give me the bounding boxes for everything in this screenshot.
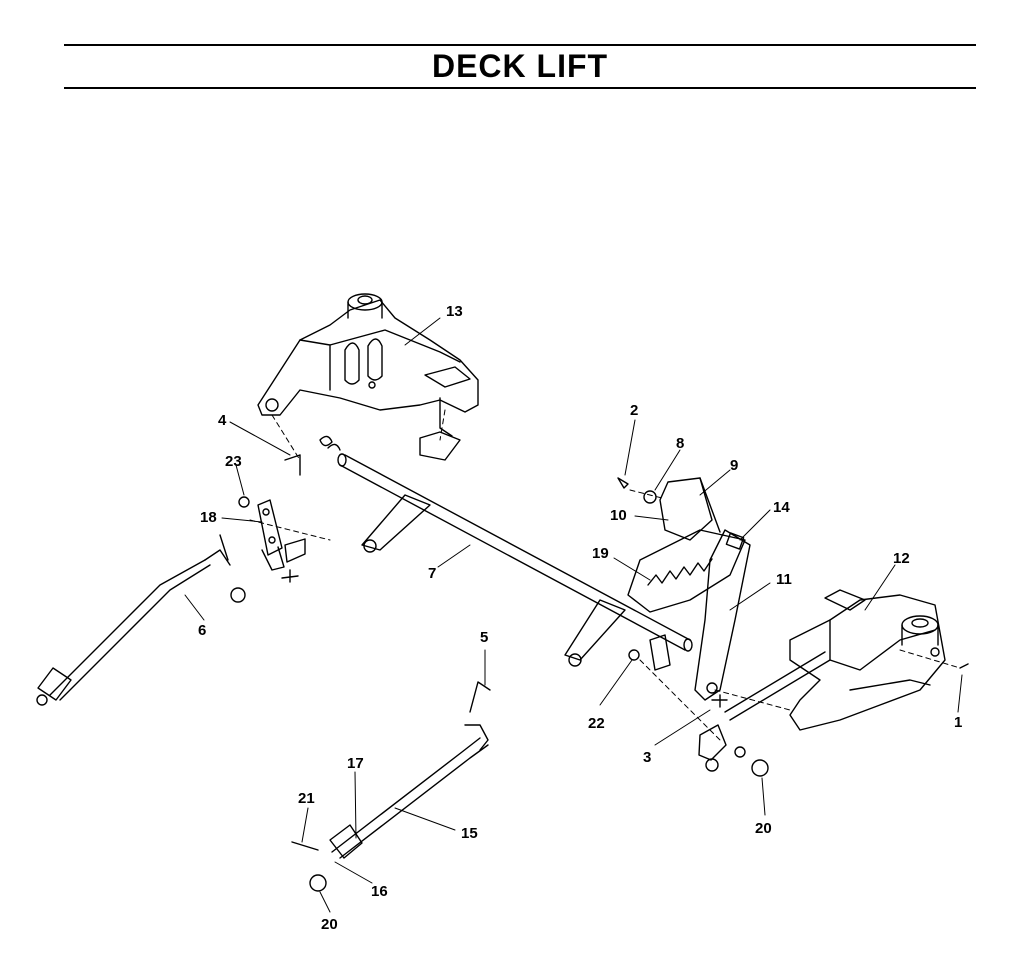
washer-right bbox=[734, 746, 746, 758]
pin-clevis bbox=[281, 569, 299, 583]
spring-4 bbox=[284, 435, 341, 476]
callout-13: 13 bbox=[446, 303, 463, 320]
ring-20-lower bbox=[309, 874, 327, 892]
callout-22: 22 bbox=[588, 715, 605, 732]
callout-18: 18 bbox=[200, 509, 217, 526]
callout-23: 23 bbox=[225, 453, 242, 470]
nut-22 bbox=[628, 649, 640, 661]
callout-16: 16 bbox=[371, 883, 388, 900]
callout-6: 6 bbox=[198, 622, 206, 639]
pedal bbox=[659, 477, 745, 550]
callout-10: 10 bbox=[610, 507, 627, 524]
callout-14: 14 bbox=[773, 499, 790, 516]
lift-lever-arm bbox=[564, 529, 751, 701]
callout-1: 1 bbox=[954, 714, 962, 731]
lift-rod-right bbox=[698, 651, 831, 772]
callout-2: 2 bbox=[630, 402, 638, 419]
callout-17: 17 bbox=[347, 755, 364, 772]
callout-8: 8 bbox=[676, 435, 684, 452]
left-lift-arm bbox=[361, 431, 461, 553]
left-mount-bracket bbox=[257, 293, 479, 437]
callout-20-right: 20 bbox=[755, 820, 772, 837]
callout-15: 15 bbox=[461, 825, 478, 842]
callout-5: 5 bbox=[480, 629, 488, 646]
callout-7: 7 bbox=[428, 565, 436, 582]
callout-19: 19 bbox=[592, 545, 609, 562]
callout-20-lower: 20 bbox=[321, 916, 338, 933]
callout-9: 9 bbox=[730, 457, 738, 474]
pin-1 bbox=[959, 663, 969, 669]
height-adjust-plate bbox=[627, 529, 746, 613]
lift-rod-15 bbox=[329, 681, 491, 859]
bottom-rule bbox=[64, 87, 976, 89]
bolt-3 bbox=[711, 694, 728, 708]
right-mount-bracket bbox=[789, 589, 946, 731]
lift-shaft bbox=[337, 453, 693, 652]
top-rule bbox=[64, 44, 976, 46]
nut-8 bbox=[643, 490, 657, 504]
clevis-bracket-18 bbox=[257, 499, 306, 571]
washer-23 bbox=[238, 496, 250, 508]
lift-rod-6 bbox=[36, 534, 231, 706]
pin-21 bbox=[291, 841, 319, 851]
page-title: DECK LIFT bbox=[431, 48, 609, 84]
pin-2 bbox=[617, 477, 629, 489]
callout-21: 21 bbox=[298, 790, 315, 807]
callout-12: 12 bbox=[893, 550, 910, 567]
callout-3: 3 bbox=[643, 749, 651, 766]
ring-left bbox=[230, 587, 246, 603]
ring-right bbox=[751, 759, 769, 777]
callout-11: 11 bbox=[776, 571, 792, 588]
callout-4: 4 bbox=[218, 412, 227, 429]
